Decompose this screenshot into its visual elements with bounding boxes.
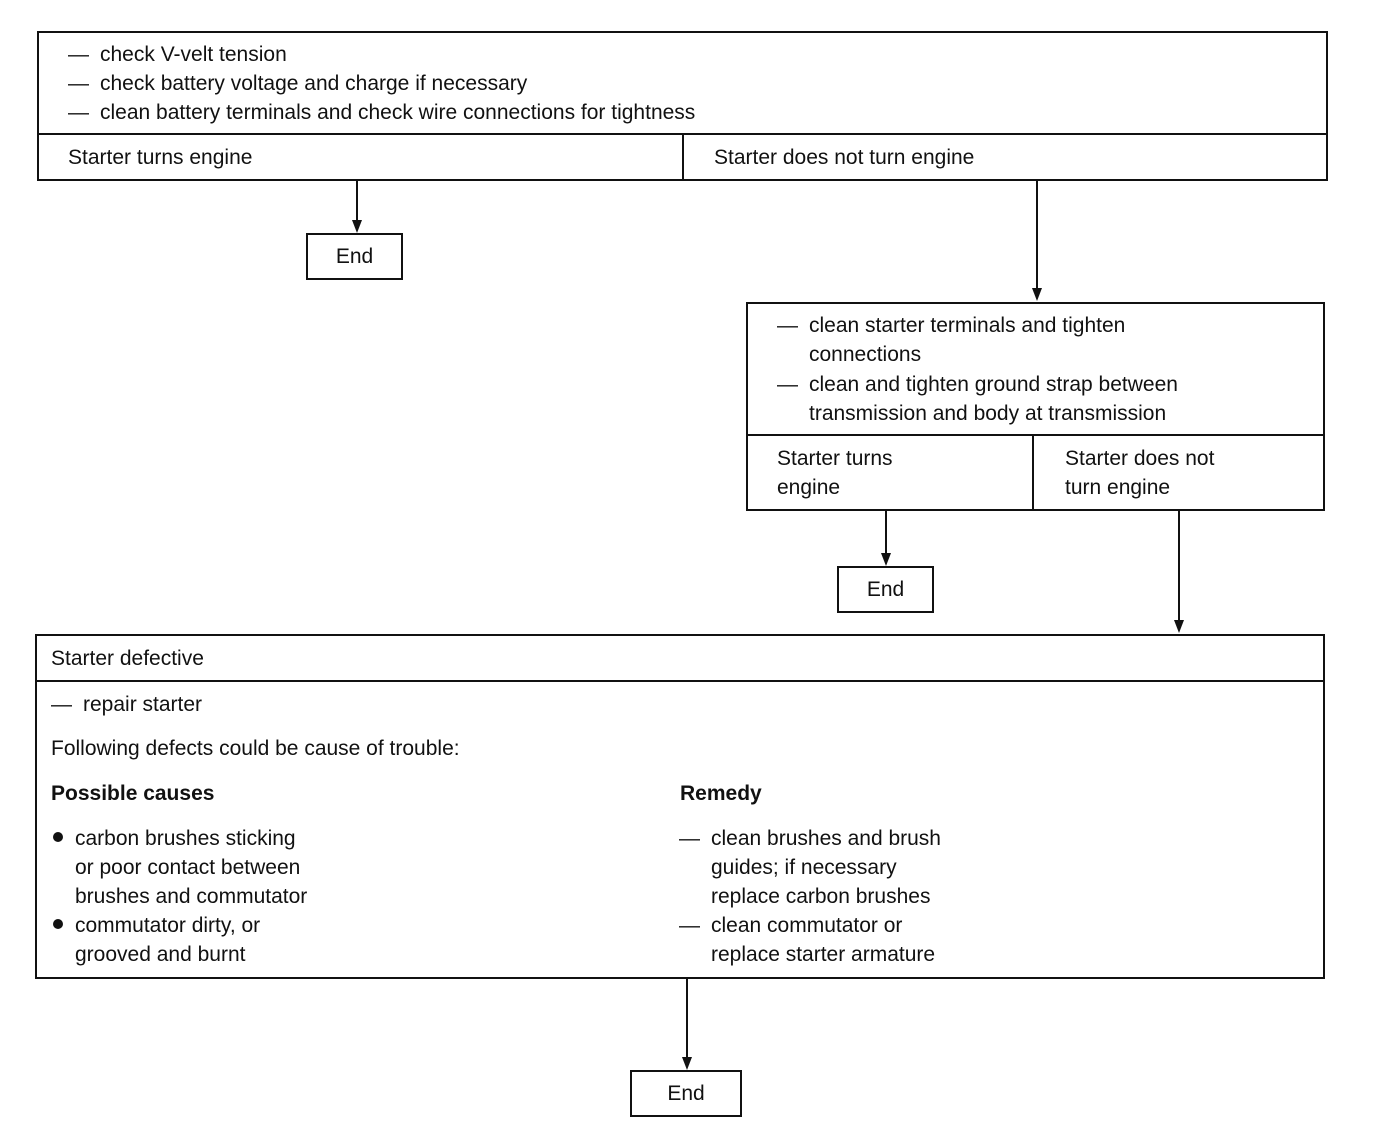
end-box-3: End — [630, 1070, 742, 1117]
box1-step-1: —check V-velt tension — [68, 40, 287, 69]
box2-step-1: —clean starter terminals and tighten — [777, 311, 1125, 340]
box3-title: Starter defective — [51, 647, 204, 670]
remedy-1-cont: guides; if necessary — [711, 856, 897, 879]
remedy-1-cont: replace carbon brushes — [711, 885, 931, 908]
end-box-1: End — [306, 233, 403, 280]
cause-1-cont: brushes and commutator — [75, 885, 308, 908]
arrow-box2-to-end2 — [881, 511, 891, 566]
remedy-1: —clean brushes and brush — [679, 824, 941, 853]
arrow-box1-to-box2 — [1032, 181, 1042, 301]
box2-yes-line-2: engine — [777, 476, 841, 499]
box2-step-2: —clean and tighten ground strap between — [777, 370, 1178, 399]
arrow-box1-to-end1 — [352, 181, 362, 233]
bullet-icon — [53, 832, 63, 843]
box1-step-2: —check battery voltage and charge if nec… — [68, 69, 527, 98]
dash-icon: — — [68, 101, 89, 124]
cause-2-cont: grooved and burnt — [75, 943, 246, 966]
end-box-2: End — [837, 566, 934, 613]
dash-icon: — — [68, 43, 89, 66]
box2-no-line-2: turn engine — [1065, 476, 1171, 499]
box2-branch-divider — [1032, 434, 1034, 511]
dash-icon: — — [51, 693, 72, 716]
cause-1-cont: or poor contact between — [75, 856, 301, 879]
remedy-2: —clean commutator or — [679, 911, 902, 940]
bullet-icon — [53, 919, 63, 930]
dash-icon: — — [777, 314, 798, 337]
remedy-header: Remedy — [680, 782, 762, 805]
box3-action: —repair starter — [51, 690, 202, 719]
box2-step-2-cont: transmission and body at transmission — [809, 402, 1167, 425]
box2-step-1-cont: connections — [809, 343, 922, 366]
dash-icon: — — [679, 827, 700, 850]
box3-divider — [35, 680, 1325, 682]
box2-yes-line-1: Starter turns — [777, 447, 893, 470]
dash-icon: — — [68, 72, 89, 95]
dash-icon: — — [777, 373, 798, 396]
box1-no-branch: Starter does not turn engine — [714, 146, 975, 169]
box3-intro: Following defects could be cause of trou… — [51, 737, 460, 760]
arrow-box2-to-box3 — [1174, 511, 1184, 633]
starter-defective-box — [35, 634, 1325, 979]
starter-terminal-checks-box — [746, 302, 1325, 511]
dash-icon: — — [679, 914, 700, 937]
remedy-2-cont: replace starter armature — [711, 943, 936, 966]
box1-step-3: —clean battery terminals and check wire … — [68, 98, 695, 127]
box2-no-line-1: Starter does not — [1065, 447, 1215, 470]
box1-yes-branch: Starter turns engine — [68, 146, 253, 169]
box2-divider — [746, 434, 1325, 436]
cause-1: carbon brushes sticking — [53, 824, 296, 853]
causes-header: Possible causes — [51, 782, 215, 805]
arrow-box3-to-end3 — [682, 979, 692, 1070]
box1-branch-divider — [682, 133, 684, 181]
cause-2: commutator dirty, or — [53, 911, 260, 940]
